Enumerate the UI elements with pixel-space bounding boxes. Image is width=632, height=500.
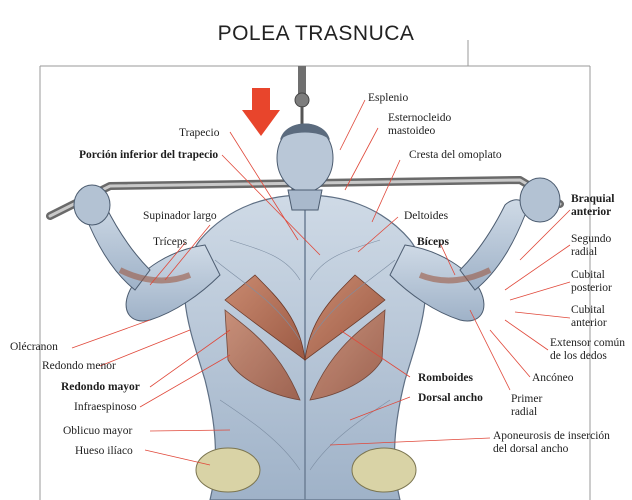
label-cresta: Cresta del omoplato [409, 149, 502, 161]
label-braquial-1: Braquial [571, 193, 615, 205]
label-biceps: Bíceps [417, 236, 449, 248]
label-extensor-1: Extensor común [550, 337, 626, 349]
label-anconeo: Ancóneo [532, 372, 574, 384]
label-deltoides: Deltoides [404, 210, 449, 222]
pull-direction-arrow-icon [242, 88, 280, 136]
label-supinador: Supinador largo [143, 210, 217, 222]
label-hueso: Hueso ilíaco [75, 445, 133, 457]
label-infraespinoso: Infraespinoso [74, 401, 137, 413]
label-esplenio: Esplenio [368, 92, 409, 104]
label-primer-2: radial [511, 406, 538, 418]
label-segundo-1: Segundo [571, 233, 612, 245]
label-romboides: Romboides [418, 372, 473, 384]
label-primer-1: Primer [511, 393, 543, 405]
label-aponeurosis-2: del dorsal ancho [493, 443, 569, 455]
leader-lines [71, 99, 571, 466]
label-redondo-menor: Redondo menor [42, 360, 116, 372]
label-dorsal: Dorsal ancho [418, 392, 483, 404]
machine-frame [39, 40, 591, 500]
label-triceps: Tríceps [153, 236, 188, 248]
label-porcion-inferior: Porción inferior del trapecio [79, 149, 219, 161]
label-extensor-2: de los dedos [550, 350, 607, 362]
label-oblicuo: Oblicuo mayor [63, 425, 133, 437]
right-arm [389, 177, 561, 322]
label-aponeurosis-1: Aponeurosis de inserción [493, 430, 610, 442]
label-olecranon: Olécranon [10, 341, 58, 353]
label-segundo-2: radial [571, 246, 598, 258]
torso [183, 194, 427, 500]
head [276, 123, 334, 211]
label-redondo-mayor: Redondo mayor [61, 381, 140, 393]
label-cubital-ant-1: Cubital [571, 304, 605, 316]
label-mastoideo: mastoideo [388, 125, 436, 137]
label-braquial-2: anterior [571, 206, 612, 218]
label-esternocleido: Esternocleido [388, 112, 452, 124]
label-cubital-post-1: Cubital [571, 269, 605, 281]
diagram-title: POLEA TRASNUCA [217, 22, 415, 45]
label-trapecio: Trapecio [179, 127, 220, 139]
label-cubital-post-2: posterior [571, 282, 612, 294]
left-arm [73, 184, 221, 322]
label-cubital-ant-2: anterior [571, 317, 607, 329]
